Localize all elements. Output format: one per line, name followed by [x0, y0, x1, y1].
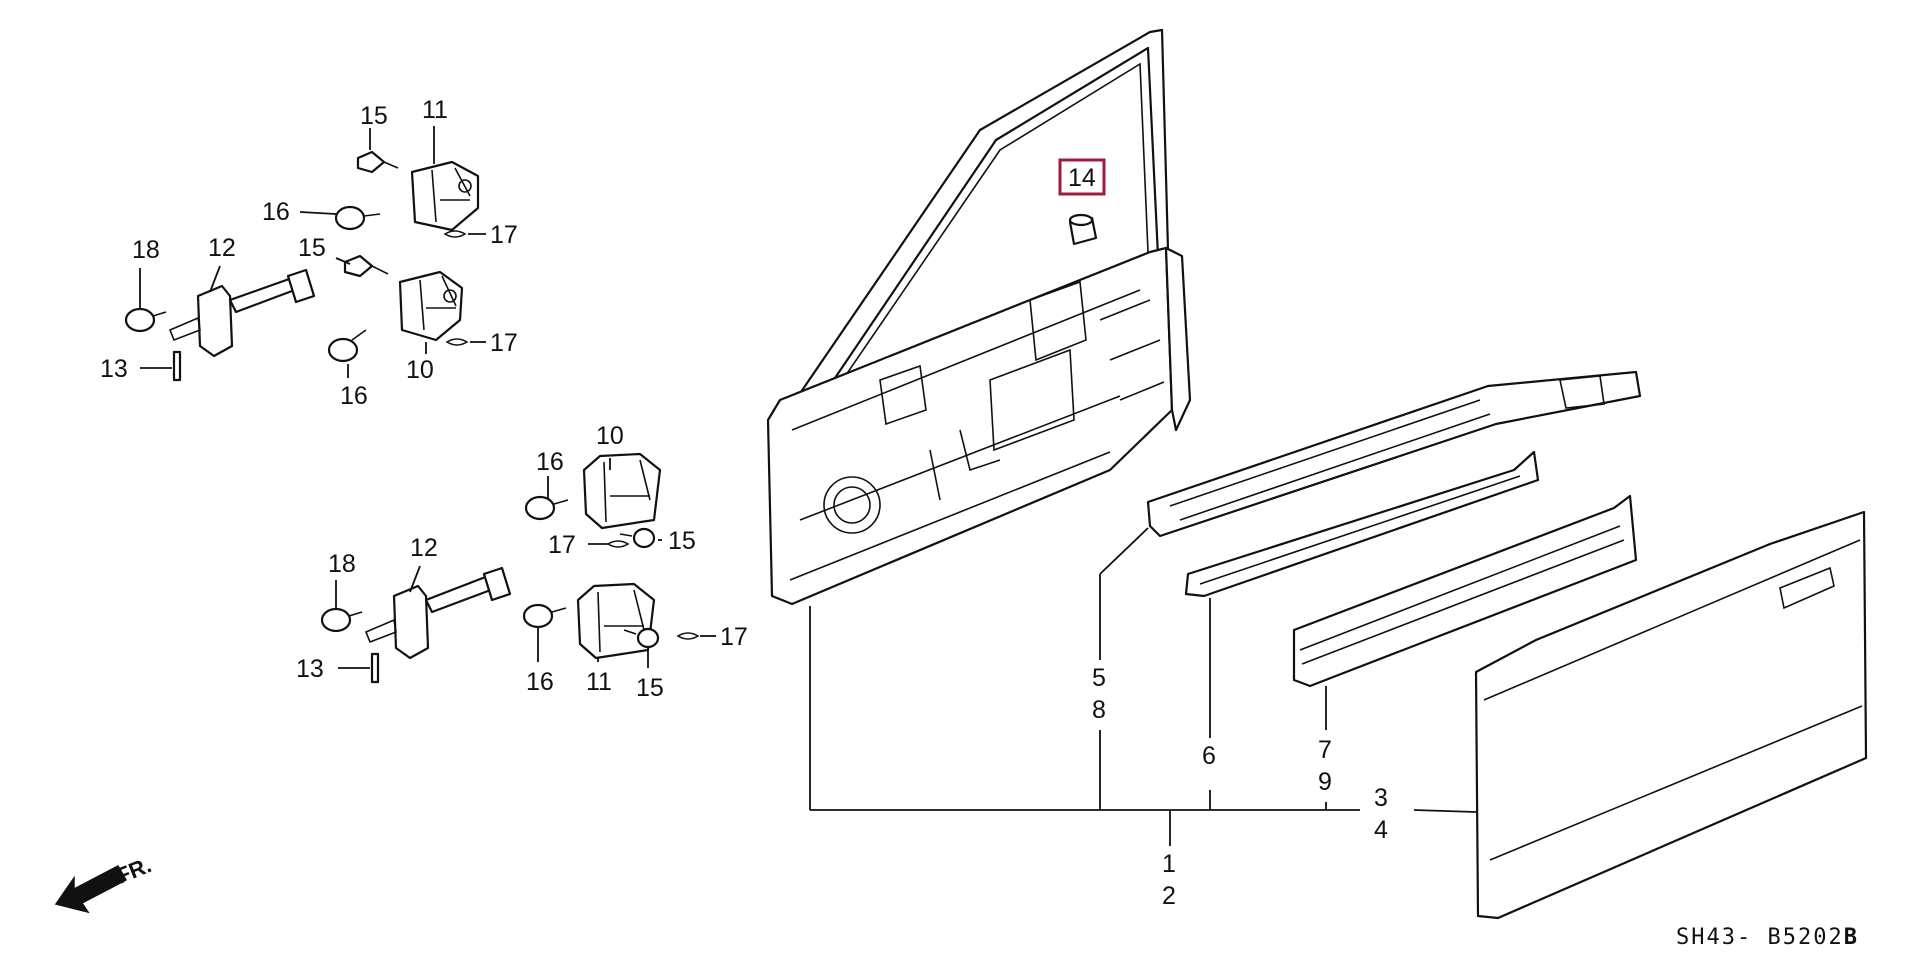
door-beam-7-9 — [1292, 494, 1638, 688]
plug-part-14 — [1068, 213, 1098, 246]
callout-labels: 15 11 16 17 18 12 15 13 10 17 16 16 10 1… — [100, 96, 1388, 910]
lower-hinge-assembly — [320, 452, 700, 684]
callout-18: 18 — [132, 236, 160, 264]
callout-6: 6 — [1202, 742, 1216, 770]
callout-15: 15 — [298, 234, 326, 262]
callout-2: 2 — [1162, 882, 1176, 910]
callout-8: 8 — [1092, 696, 1106, 724]
reference-code: SH43- B5202B — [1676, 925, 1859, 950]
leader-lines — [139, 126, 1477, 846]
upper-hinge-assembly — [124, 150, 480, 382]
callout-9: 9 — [1318, 768, 1332, 796]
callout-14: 14 — [1068, 164, 1096, 192]
callout-15: 15 — [668, 527, 696, 555]
callout-16: 16 — [526, 668, 554, 696]
callout-17: 17 — [548, 531, 576, 559]
callout-5: 5 — [1092, 664, 1106, 692]
door-outer-skin — [1474, 510, 1868, 920]
reference-code-main: SH43- B5202 — [1676, 925, 1844, 950]
door-beam-6 — [1184, 450, 1540, 598]
callout-16: 16 — [262, 198, 290, 226]
callout-4: 4 — [1374, 816, 1388, 844]
door-beam-5-8 — [1146, 370, 1642, 538]
callout-11: 11 — [586, 668, 612, 696]
callout-12: 12 — [410, 534, 438, 562]
callout-17: 17 — [490, 221, 518, 249]
callout-10: 10 — [596, 422, 624, 450]
callout-3: 3 — [1374, 784, 1388, 812]
callout-18: 18 — [328, 550, 356, 578]
callout-15: 15 — [360, 102, 388, 130]
callout-13: 13 — [100, 355, 128, 383]
callout-10: 10 — [406, 356, 434, 384]
highlight-box-14 — [1058, 158, 1106, 196]
callout-16: 16 — [340, 382, 368, 410]
front-arrow-label: FR. — [113, 852, 155, 888]
callout-16: 16 — [536, 448, 564, 476]
reference-code-suffix: B — [1844, 925, 1859, 950]
callout-11: 11 — [422, 96, 448, 124]
callout-1: 1 — [1162, 850, 1176, 878]
callout-17: 17 — [490, 329, 518, 357]
door-frame — [766, 28, 1192, 606]
callout-7: 7 — [1318, 736, 1332, 764]
callout-12: 12 — [208, 234, 236, 262]
callout-15: 15 — [636, 674, 664, 702]
callout-17: 17 — [720, 623, 748, 651]
callout-13: 13 — [296, 655, 324, 683]
front-direction-arrow: FR. — [54, 852, 155, 914]
